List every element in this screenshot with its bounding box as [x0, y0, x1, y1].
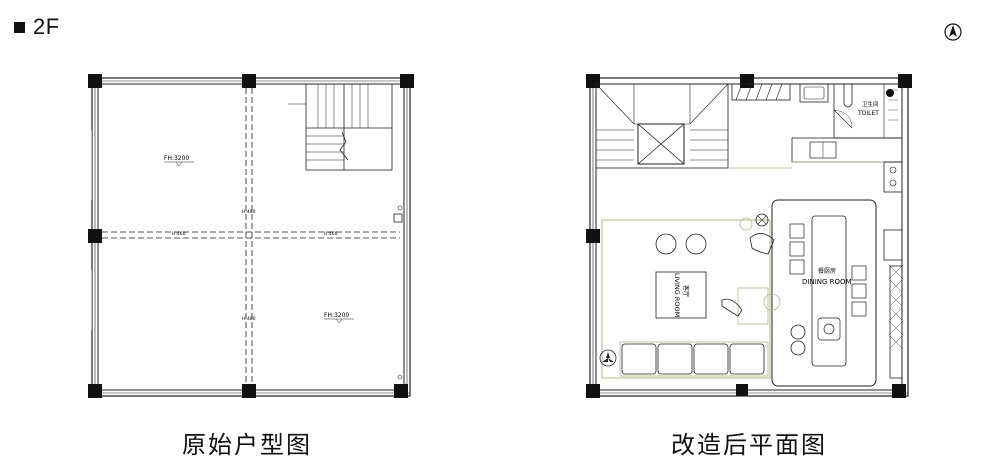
renovated-floor-plan: 卫生间 TOILET 餐厨房 DINING ROOM 客厅 LIVING	[586, 74, 912, 398]
living-label-en: LIVING ROOM	[673, 273, 681, 317]
column	[400, 74, 414, 88]
floor-label: 2F	[33, 14, 60, 39]
bullet-square-icon	[14, 21, 25, 33]
dining-label-en: DINING ROOM	[802, 278, 852, 286]
column	[88, 384, 102, 398]
dim-h-mid: H:460	[324, 231, 338, 237]
toilet-room: 卫生间 TOILET	[833, 83, 903, 139]
original-plan-caption: 原始户型图	[182, 431, 312, 459]
column	[88, 74, 102, 88]
dim-h-left: H:460	[172, 231, 186, 237]
north-compass-icon	[944, 23, 962, 41]
dim-v-upper: H:480	[242, 209, 256, 215]
toilet-label-en: TOILET	[857, 110, 879, 117]
floor-header: 2F	[14, 14, 60, 40]
column	[242, 384, 256, 398]
renovated-staircase	[595, 83, 729, 169]
fh-label-lower: FH:3200	[324, 312, 349, 319]
dining-island: 餐厨房 DINING ROOM	[771, 199, 877, 387]
original-staircase	[288, 83, 393, 171]
original-floor-plan: FH:3200 FH:3200 H:460 H:460 H:480 H:480	[88, 74, 414, 398]
renovated-plan-caption: 改造后平面图	[671, 431, 827, 459]
fan-icon	[599, 349, 617, 367]
column	[242, 74, 256, 88]
stove	[883, 161, 903, 193]
dim-v-lower: H:480	[242, 316, 256, 322]
fh-label-upper: FH:3200	[164, 155, 189, 162]
living-area: 客厅 LIVING ROOM	[599, 213, 781, 379]
toilet-label-cn: 卫生间	[862, 100, 879, 108]
washbasin	[799, 83, 829, 103]
dining-label-cn: 餐厨房	[818, 267, 836, 275]
column	[394, 384, 408, 398]
living-label-cn: 客厅	[682, 285, 690, 297]
column	[88, 229, 102, 243]
coffee-table	[655, 271, 707, 319]
